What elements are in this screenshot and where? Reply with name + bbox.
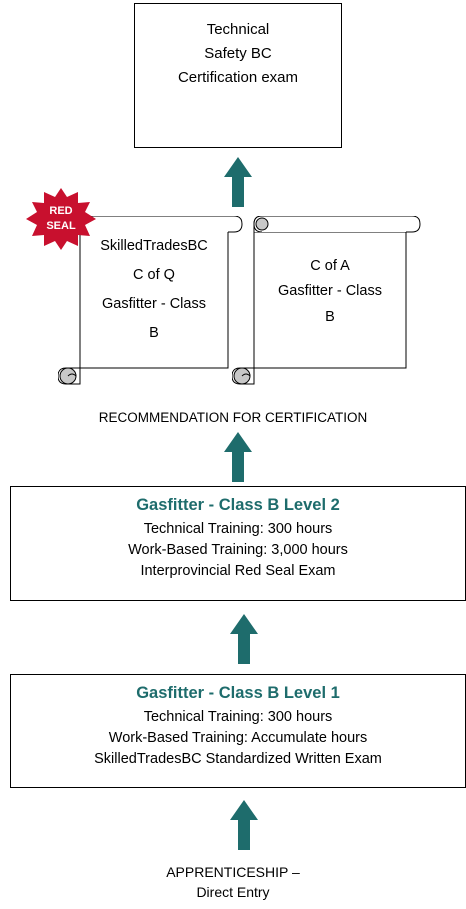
entry-line: APPRENTICESHIP –: [166, 864, 300, 880]
level-2-line: Interprovincial Red Seal Exam: [140, 563, 336, 580]
red-seal-starburst-icon: [26, 188, 96, 250]
scroll-left-line: C of Q: [133, 267, 175, 283]
scroll-right-text: C of A Gasfitter - Class B: [254, 254, 406, 330]
scroll-left-line: Gasfitter - Class: [102, 296, 206, 312]
red-seal-line: SEAL: [46, 220, 76, 232]
top-box-line: Safety BC: [204, 45, 272, 62]
level-2-line: Technical Training: 300 hours: [143, 521, 333, 537]
red-seal-line: RED: [49, 205, 73, 217]
scroll-left-text: SkilledTradesBC C of Q Gasfitter - Class…: [80, 232, 228, 348]
level-1-box: Gasfitter - Class B Level 1 Technical Tr…: [10, 674, 466, 788]
certification-exam-box: Technical Safety BC Certification exam: [134, 3, 342, 148]
scroll-right-line: Gasfitter - Class: [278, 283, 382, 300]
scroll-right-line: B: [325, 308, 335, 325]
up-arrow-icon: [230, 614, 258, 664]
up-arrow-icon: [230, 800, 258, 850]
scroll-left-line: SkilledTradesBC: [100, 238, 208, 254]
recommendation-label: RECOMMENDATION FOR CERTIFICATION: [98, 410, 368, 425]
level-2-line: Work-Based Training: 3,000 hours: [128, 542, 348, 559]
entry-line: Direct Entry: [196, 884, 270, 901]
top-box-line: Technical: [206, 21, 270, 38]
level-1-line: Work-Based Training: Accumulate hours: [108, 730, 368, 747]
entry-label: APPRENTICESHIP – Direct Entry: [0, 862, 466, 903]
level-2-title: Gasfitter - Class B Level 2: [136, 496, 340, 514]
red-seal-label: RED SEAL: [22, 204, 100, 234]
level-2-box: Gasfitter - Class B Level 2 Technical Tr…: [10, 486, 466, 601]
up-arrow-icon: [224, 432, 252, 482]
top-box-line: Certification exam: [177, 69, 299, 86]
level-1-line: SkilledTradesBC Standardized Written Exa…: [94, 751, 382, 768]
level-1-title: Gasfitter - Class B Level 1: [136, 684, 340, 702]
red-seal-badge: [26, 188, 96, 250]
certificate-scroll-right: [232, 216, 421, 385]
scroll-right-line: C of A: [310, 258, 350, 274]
up-arrow-icon: [224, 157, 252, 207]
scroll-left-line: B: [149, 325, 159, 341]
level-1-line: Technical Training: 300 hours: [143, 709, 333, 725]
